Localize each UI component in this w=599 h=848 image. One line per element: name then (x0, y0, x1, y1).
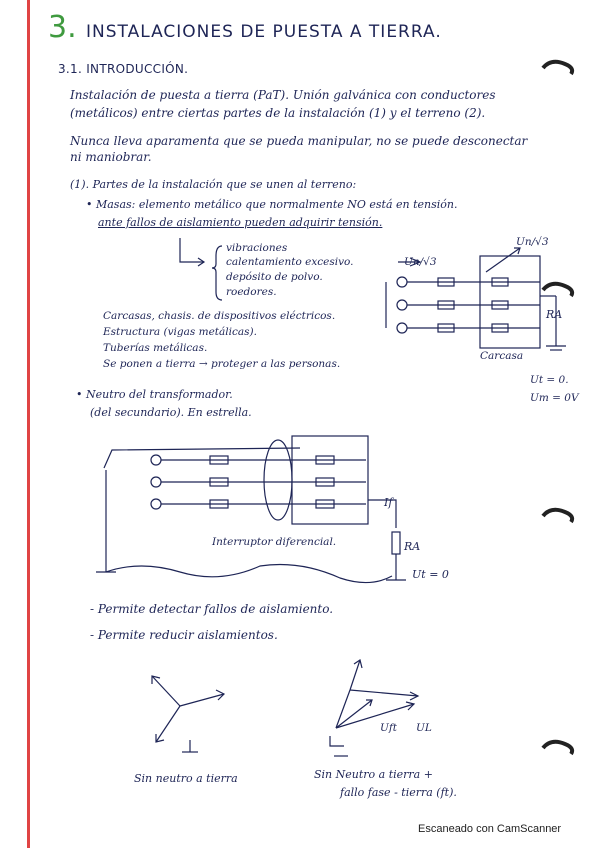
un-top-label: Un/√3 (516, 236, 549, 248)
masas-line-1: • Masas: elemento metálico que normalmen… (86, 198, 458, 211)
uft-label: Uft (380, 722, 397, 734)
parts-heading: (1). Partes de la instalación que se une… (70, 178, 357, 191)
cause-item: roedores. (226, 286, 277, 298)
intro-line-2: (metálicos) entre ciertas partes de la i… (70, 106, 486, 120)
caption-left: Sin neutro a tierra (134, 772, 238, 785)
benefit-item: - Permite detectar fallos de aislamiento… (90, 602, 334, 616)
cause-item: depósito de polvo. (226, 271, 323, 283)
binder-ring-icon (541, 507, 575, 524)
binder-ring-icon (541, 281, 575, 298)
diagram-masas (385, 247, 566, 351)
diagram-neutro (96, 435, 406, 584)
binder-ring-icon (541, 59, 575, 76)
carcasa-label: Carcasa (480, 350, 524, 362)
causes-bracket (179, 238, 223, 301)
neutro-line-1: • Neutro del transformador. (76, 388, 233, 401)
interruptor-label: Interruptor diferencial. (212, 536, 337, 548)
benefit-item: - Permite reducir aislamientos. (90, 628, 278, 642)
binder-ring-icon (541, 739, 575, 756)
section-title: 3.1. INTRODUCCIÓN. (58, 62, 189, 76)
ul-label: UL (416, 722, 432, 734)
ut-label: Ut = 0. (530, 374, 569, 386)
example-item: Carcasas, chasis. de dispositivos eléctr… (103, 310, 336, 322)
cause-item: vibraciones (226, 242, 288, 254)
ra-label: RA (404, 540, 421, 553)
intro-line-3: Nunca lleva aparamenta que se pueda mani… (70, 134, 528, 148)
intro-line-4: ni maniobrar. (70, 150, 152, 164)
intro-line-1: Instalación de puesta a tierra (PaT). Un… (70, 88, 496, 102)
um-label: Um = 0V (530, 392, 579, 404)
neutro-line-2: (del secundario). En estrella. (90, 406, 252, 419)
caption-right-1: Sin Neutro a tierra + (314, 768, 433, 781)
page-title: INSTALACIONES DE PUESTA A TIERRA. (86, 22, 442, 42)
example-item: Estructura (vigas metálicas). (103, 326, 257, 338)
diagram-vectors (151, 659, 420, 757)
cause-item: calentamiento excesivo. (226, 256, 354, 268)
margin-line (27, 0, 30, 848)
example-item: Tuberías metálicas. (103, 342, 208, 354)
if-label: If (384, 496, 393, 509)
example-item: Se ponen a tierra → proteger a las perso… (103, 358, 341, 370)
scanner-watermark: Escaneado con CamScanner (418, 823, 562, 835)
chapter-number: 3. (48, 10, 77, 45)
ut-label: Ut = 0 (412, 568, 449, 581)
ra-label: RA (546, 308, 563, 321)
caption-right-2: fallo fase - tierra (ft). (340, 786, 457, 799)
masas-line-2: ante fallos de aislamiento pueden adquir… (98, 216, 383, 229)
